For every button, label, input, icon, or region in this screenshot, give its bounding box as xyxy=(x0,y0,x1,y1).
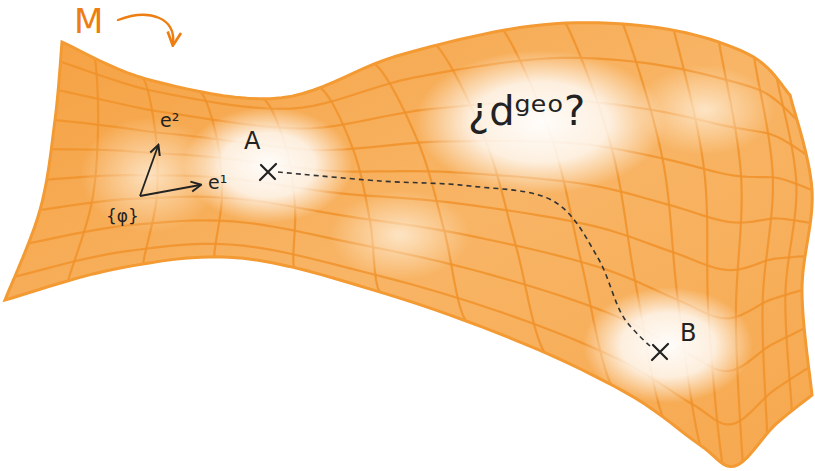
point-cross xyxy=(652,344,668,360)
geodesic-path xyxy=(278,172,650,346)
point-label: A xyxy=(244,128,260,156)
highlight-glow xyxy=(183,107,353,223)
basis-vector-label: e² xyxy=(160,110,179,132)
manifold-sheet xyxy=(5,23,812,467)
highlight-glow xyxy=(330,190,470,280)
manifold-outline xyxy=(5,23,812,467)
basis-vector-label: e¹ xyxy=(208,172,227,194)
manifold-name: M xyxy=(74,2,103,41)
point-label: B xyxy=(680,320,696,348)
basis-vector-arrow xyxy=(140,146,158,196)
manifold-pointer-arrow xyxy=(118,15,173,44)
chart-label: {φ} xyxy=(106,207,139,227)
highlight-glow xyxy=(415,50,665,194)
highlight-glow xyxy=(583,287,753,403)
distance-question: ¿dᵍᵉᵒ? xyxy=(468,88,585,134)
basis-vector-arrow xyxy=(140,185,200,196)
point-cross xyxy=(260,164,276,180)
coordinate-grid-line xyxy=(777,78,797,411)
